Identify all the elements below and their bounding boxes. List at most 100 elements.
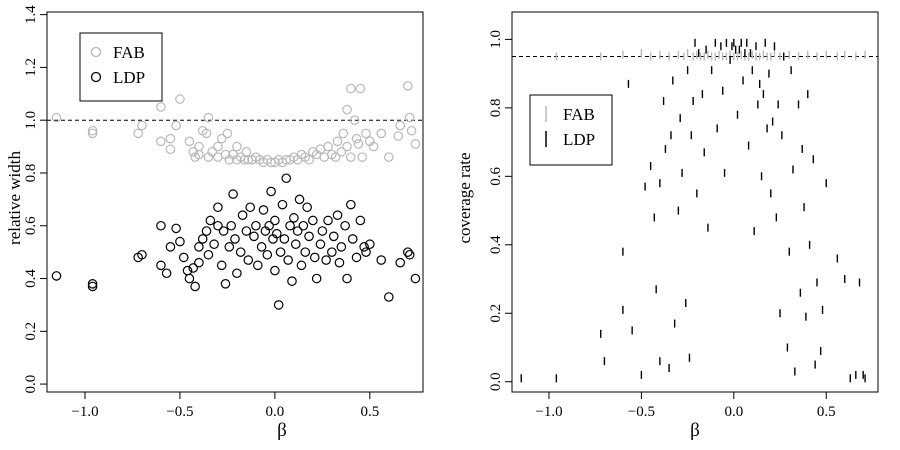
left-ldp-point [165, 242, 176, 252]
left-fab-point [156, 102, 166, 112]
left-fab-point [376, 128, 387, 139]
left-fab-point [194, 141, 204, 152]
left-ldp-point [311, 273, 322, 284]
left-legend-marker-ldp [90, 71, 102, 83]
left-x-tick-label: 0.0 [266, 404, 285, 420]
left-fab-point [51, 112, 62, 123]
left-fab-point [410, 139, 421, 149]
left-fab-point [171, 120, 181, 131]
left-ldp-point [87, 279, 98, 289]
left-fab-point [87, 125, 98, 136]
left-ldp-point [361, 247, 371, 257]
left-ldp-point [304, 231, 314, 242]
left-fab-point [232, 141, 242, 152]
left-fab-point [133, 128, 143, 139]
left-ldp-point [290, 239, 301, 250]
right-x-tick-label: 0.5 [817, 404, 836, 420]
left-fab-point [406, 125, 417, 136]
right-legend-label-ldp: LDP [563, 130, 595, 149]
left-ldp-point [308, 215, 318, 226]
left-ldp-point [205, 215, 216, 226]
left-fab-point [346, 152, 356, 162]
left-y-tick-label: 0.2 [23, 322, 39, 341]
left-ldp-point [156, 220, 166, 231]
left-fab-point [361, 128, 371, 139]
left-ldp-point [300, 247, 311, 257]
left-x-tick-label: 0.5 [360, 404, 379, 420]
left-ldp-point [197, 234, 208, 244]
left-plot-frame [46, 11, 424, 393]
left-ldp-point [220, 279, 231, 289]
left-ldp-point [359, 242, 369, 252]
left-legend-marker-fab [90, 46, 102, 58]
right-x-tick-label: −1.0 [535, 404, 562, 420]
left-ldp-point [249, 231, 259, 242]
left-fab-point [201, 128, 212, 139]
left-ldp-point [285, 220, 295, 231]
left-ldp-point [218, 226, 229, 236]
left-fab-point [395, 120, 406, 131]
left-ldp-point [355, 215, 366, 226]
left-ldp-point [273, 300, 284, 310]
right-x-tick-label: −0.5 [628, 404, 655, 420]
left-x-tick-label: −0.5 [166, 404, 193, 420]
left-fab-point [323, 141, 333, 152]
right-y-tick-label: 0.6 [488, 166, 504, 185]
left-ldp-point [209, 239, 219, 250]
left-ldp-point [332, 210, 343, 220]
left-y-tick-label: 0.0 [23, 375, 39, 394]
left-ldp-point [270, 265, 280, 276]
left-ldp-point [235, 247, 246, 257]
left-ldp-point [216, 260, 227, 271]
left-x-tick-label: −1.0 [71, 404, 98, 420]
left-ldp-point [51, 271, 62, 281]
left-ldp-point [281, 173, 292, 184]
left-fab-point [351, 133, 362, 144]
right-legend-label-fab: FAB [563, 105, 595, 124]
left-ldp-point [410, 273, 421, 284]
left-legend [79, 32, 163, 102]
left-ldp-point [201, 226, 212, 236]
left-ldp-point [213, 220, 223, 231]
left-ldp-point [334, 257, 345, 268]
left-y-tick-label: 1.2 [23, 58, 39, 77]
left-ldp-point [190, 281, 200, 292]
left-fab-point [165, 133, 176, 144]
left-fab-point [332, 136, 343, 147]
left-ldp-point [279, 234, 290, 244]
left-ldp-point [87, 281, 98, 292]
left-ldp-point [226, 220, 237, 231]
left-fab-point [304, 154, 314, 165]
left-fab-point [355, 83, 366, 94]
left-ldp-point [315, 239, 326, 250]
left-fab-point [384, 152, 394, 162]
left-fab-point [188, 147, 199, 157]
left-ldp-point [351, 252, 362, 263]
right-y-tick-label: 0.4 [488, 235, 504, 254]
left-ldp-point [283, 255, 293, 265]
right-y-tick-label: 0.2 [488, 304, 504, 323]
left-ldp-point [275, 247, 286, 257]
left-ldp-point [403, 247, 413, 257]
right-x-tick-label: 0.0 [724, 404, 743, 420]
left-ldp-point [336, 242, 347, 252]
left-fab-point [368, 141, 379, 152]
left-ldp-point [230, 234, 240, 244]
left-ldp-point [194, 257, 204, 268]
left-fab-point [349, 115, 360, 125]
left-ldp-point [258, 205, 269, 215]
left-fab-point [156, 136, 166, 147]
left-ldp-point [321, 255, 331, 265]
left-ldp-point [323, 215, 333, 226]
left-fab-point [87, 128, 98, 139]
left-ldp-point [309, 252, 320, 263]
left-fab-point [353, 139, 364, 149]
left-fab-point [213, 141, 223, 152]
left-fab-point [346, 83, 356, 94]
left-fab-point [338, 128, 349, 139]
left-ldp-point [213, 202, 223, 213]
left-ldp-point [376, 255, 387, 265]
